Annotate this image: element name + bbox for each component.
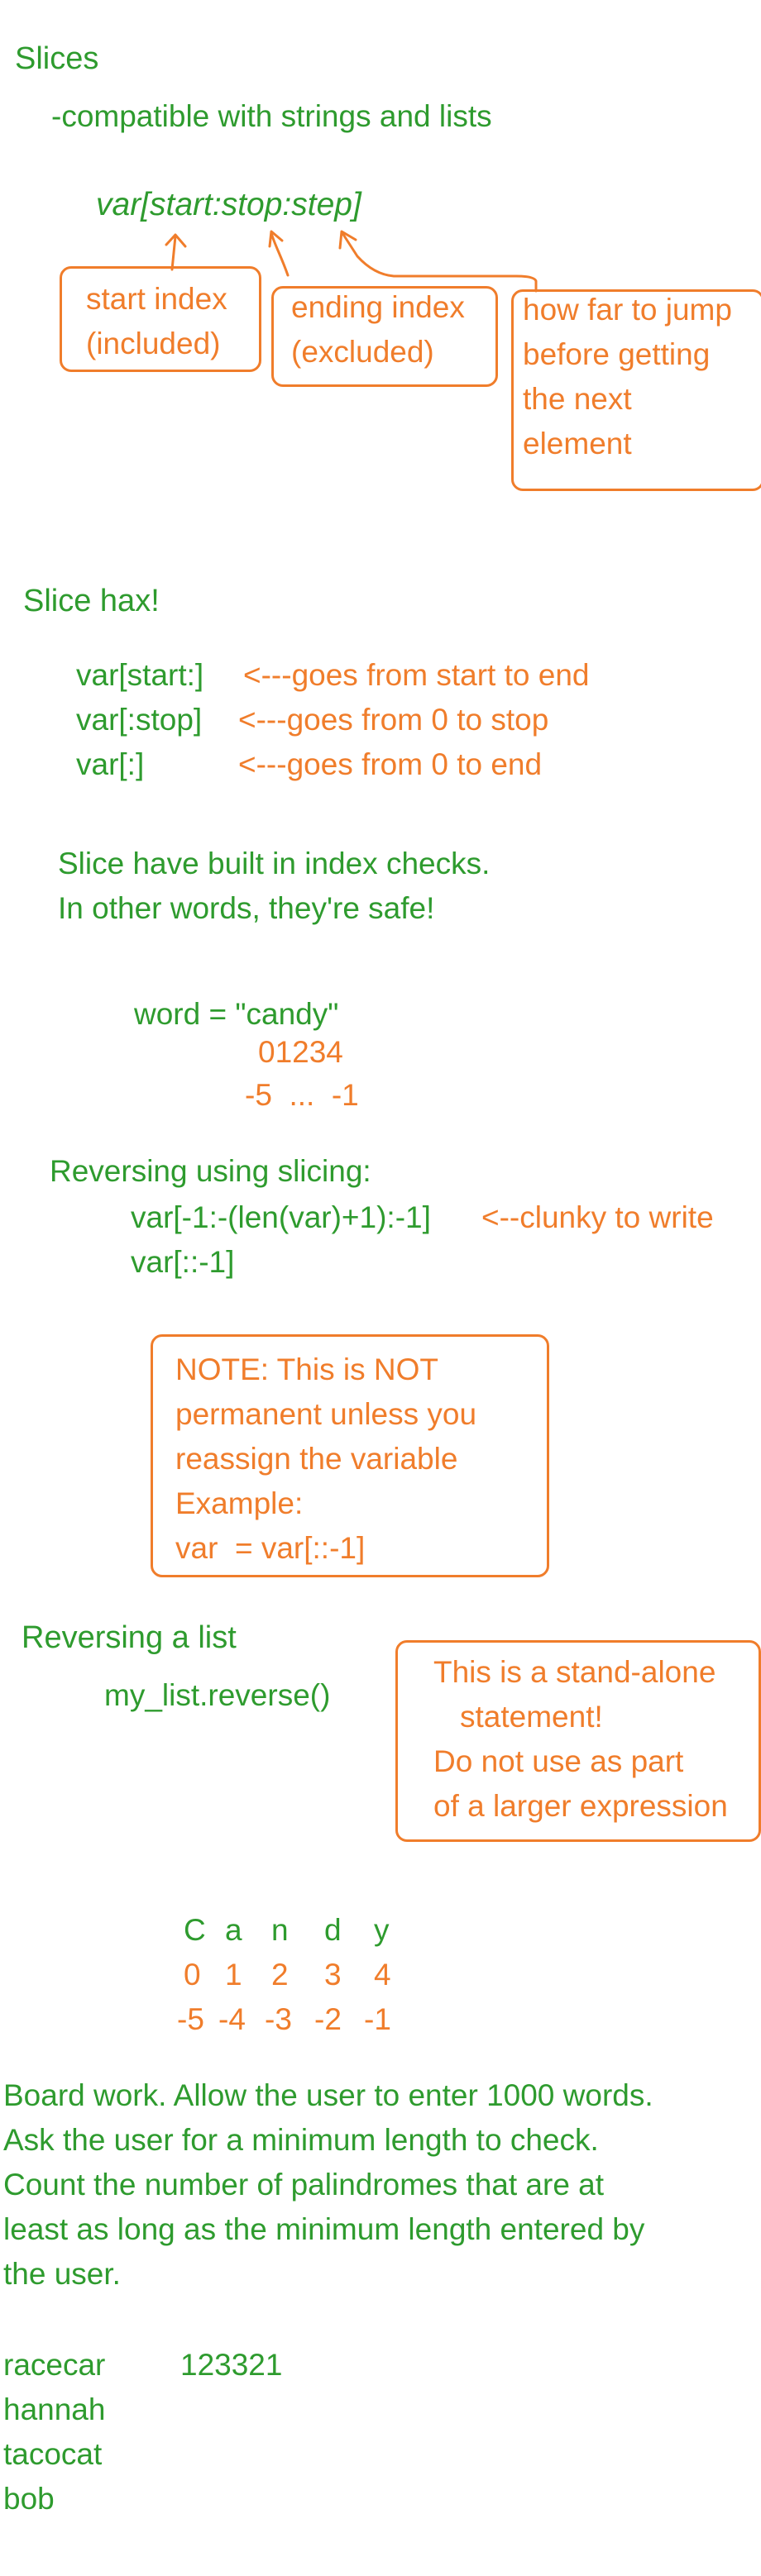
warning-line-1: This is a stand-alone xyxy=(433,1655,716,1689)
step-line-3: the next xyxy=(523,382,632,416)
note-line-3: reassign the variable xyxy=(175,1442,458,1476)
reverse-list-code: my_list.reverse() xyxy=(104,1678,331,1712)
warning-line-2: statement! xyxy=(460,1700,603,1734)
board-work-line-4: least as long as the minimum length ente… xyxy=(3,2212,645,2246)
slice-hax-title: Slice hax! xyxy=(23,584,160,618)
note-line-4: Example: xyxy=(175,1486,304,1520)
candy-pos-2: 2 xyxy=(271,1958,289,1992)
candy-letter-d: d xyxy=(324,1913,342,1947)
candy-neg-4: -1 xyxy=(364,2002,391,2036)
hax-code-1: var[start:] xyxy=(76,658,204,692)
start-index-arrow xyxy=(165,233,187,271)
candy-pos-3: 3 xyxy=(324,1958,342,1992)
reverse-list-title: Reversing a list xyxy=(22,1620,237,1655)
hax-note-1: <---goes from start to end xyxy=(243,658,590,692)
board-work-line-2: Ask the user for a minimum length to che… xyxy=(3,2123,599,2157)
standalone-warning-box xyxy=(395,1640,761,1842)
ending-index-box xyxy=(271,286,498,387)
candy-pos-0: 0 xyxy=(184,1958,201,1992)
warning-line-3: Do not use as part xyxy=(433,1744,684,1778)
candy-pos-4: 4 xyxy=(374,1958,391,1992)
slice-syntax: var[start:stop:step] xyxy=(96,187,361,222)
step-box xyxy=(511,289,761,491)
candy-letter-n: n xyxy=(271,1913,289,1947)
candy-letter-c: C xyxy=(184,1913,206,1947)
note-line-1: NOTE: This is NOT xyxy=(175,1352,438,1386)
word-negative-indexes: -5 ... -1 xyxy=(245,1078,359,1112)
palindrome-example-2: hannah xyxy=(3,2392,106,2426)
note-box xyxy=(151,1334,549,1577)
reverse-code-long-note: <--clunky to write xyxy=(481,1200,714,1234)
end-index-arrow xyxy=(268,230,290,277)
palindrome-example-4: bob xyxy=(3,2482,55,2516)
palindrome-example-1: racecar xyxy=(3,2348,106,2382)
step-line-1: how far to jump xyxy=(523,293,732,327)
step-line-2: before getting xyxy=(523,337,711,371)
reversing-title: Reversing using slicing: xyxy=(50,1154,371,1188)
step-line-4: element xyxy=(523,427,632,460)
board-work-line-3: Count the number of palindromes that are… xyxy=(3,2168,605,2202)
note-line-5: var = var[::-1] xyxy=(175,1531,366,1565)
ending-index-label: ending index xyxy=(291,290,465,324)
hax-code-2: var[:stop] xyxy=(76,703,203,737)
board-work-line-1: Board work. Allow the user to enter 1000… xyxy=(3,2078,653,2112)
hax-note-2: <---goes from 0 to stop xyxy=(238,703,549,737)
reverse-code-long: var[-1:-(len(var)+1):-1] xyxy=(131,1200,431,1234)
board-work-line-5: the user. xyxy=(3,2257,121,2291)
candy-letter-y: y xyxy=(374,1913,390,1947)
ending-index-note: (excluded) xyxy=(291,335,434,369)
step-arrow xyxy=(338,230,538,293)
candy-neg-0: -5 xyxy=(177,2002,204,2036)
note-line-2: permanent unless you xyxy=(175,1397,477,1431)
candy-neg-2: -3 xyxy=(265,2002,292,2036)
slices-subtitle: -compatible with strings and lists xyxy=(51,99,492,133)
hax-code-3: var[:] xyxy=(76,747,145,781)
candy-neg-1: -4 xyxy=(218,2002,246,2036)
candy-letter-a: a xyxy=(225,1913,242,1947)
candy-pos-1: 1 xyxy=(225,1958,242,1992)
start-index-label: start index xyxy=(86,282,227,316)
reverse-code-short: var[::-1] xyxy=(131,1245,235,1279)
word-assignment: word = "candy" xyxy=(134,997,339,1031)
palindrome-number-example: 123321 xyxy=(180,2348,283,2382)
slices-title: Slices xyxy=(15,41,99,76)
word-positive-indexes: 01234 xyxy=(258,1035,343,1069)
warning-line-4: of a larger expression xyxy=(433,1789,728,1823)
palindrome-example-3: tacocat xyxy=(3,2437,103,2471)
safety-line-2: In other words, they're safe! xyxy=(58,891,435,925)
start-index-note: (included) xyxy=(86,327,221,360)
start-index-box xyxy=(60,266,261,372)
hax-note-3: <---goes from 0 to end xyxy=(238,747,543,781)
candy-neg-3: -2 xyxy=(314,2002,342,2036)
safety-line-1: Slice have built in index checks. xyxy=(58,847,491,880)
